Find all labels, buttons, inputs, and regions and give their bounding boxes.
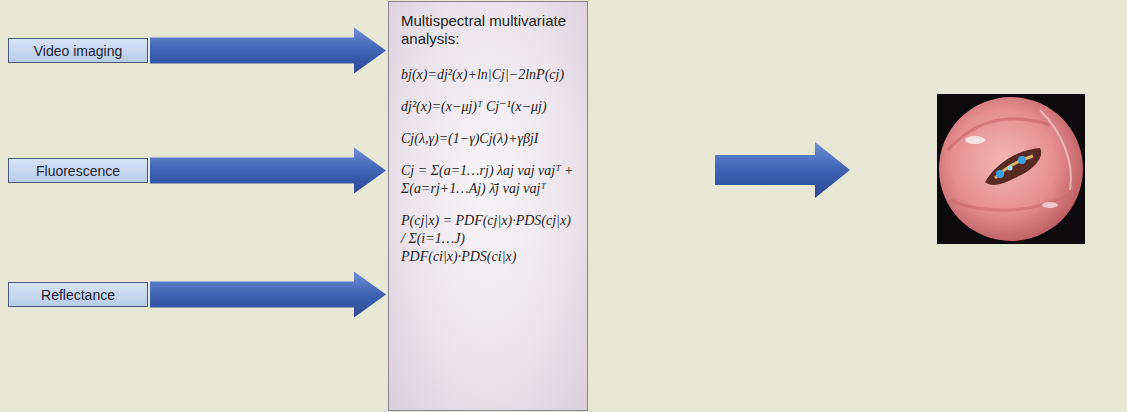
formula: dj²(x)=(x−μj)ᵀ Cj⁻¹(x−μj) xyxy=(401,98,577,116)
input-box: Reflectance xyxy=(8,282,148,307)
block-arrow xyxy=(150,272,386,318)
formula: P(cj|x) = PDF(cj|x)·PDS(cj|x) / Σ(i=1…J)… xyxy=(401,212,577,266)
formula: bj(x)=dj²(x)+ln|Cj|−2lnP(cj) xyxy=(401,66,577,84)
output-arrow xyxy=(715,142,850,198)
input-label: Video imaging xyxy=(34,43,122,59)
analysis-box: Multispectral multivariate analysis: bj(x… xyxy=(388,1,588,411)
box-heading: Multispectral multivariate analysis: xyxy=(401,12,577,48)
block-arrow xyxy=(150,148,386,194)
input-box: Fluorescence xyxy=(8,158,148,183)
formula: Cj = Σ(a=1…rj) λaj vaj vajᵀ + Σ(a=rj+1…A… xyxy=(401,162,577,198)
input-box: Video imaging xyxy=(8,38,148,63)
formula: Cj(λ,γ)=(1−γ)Cj(λ)+γβjI xyxy=(401,130,577,148)
input-label: Fluorescence xyxy=(36,163,120,179)
block-arrow xyxy=(150,28,386,74)
endoscopy-image xyxy=(937,94,1085,244)
input-label: Reflectance xyxy=(41,287,115,303)
